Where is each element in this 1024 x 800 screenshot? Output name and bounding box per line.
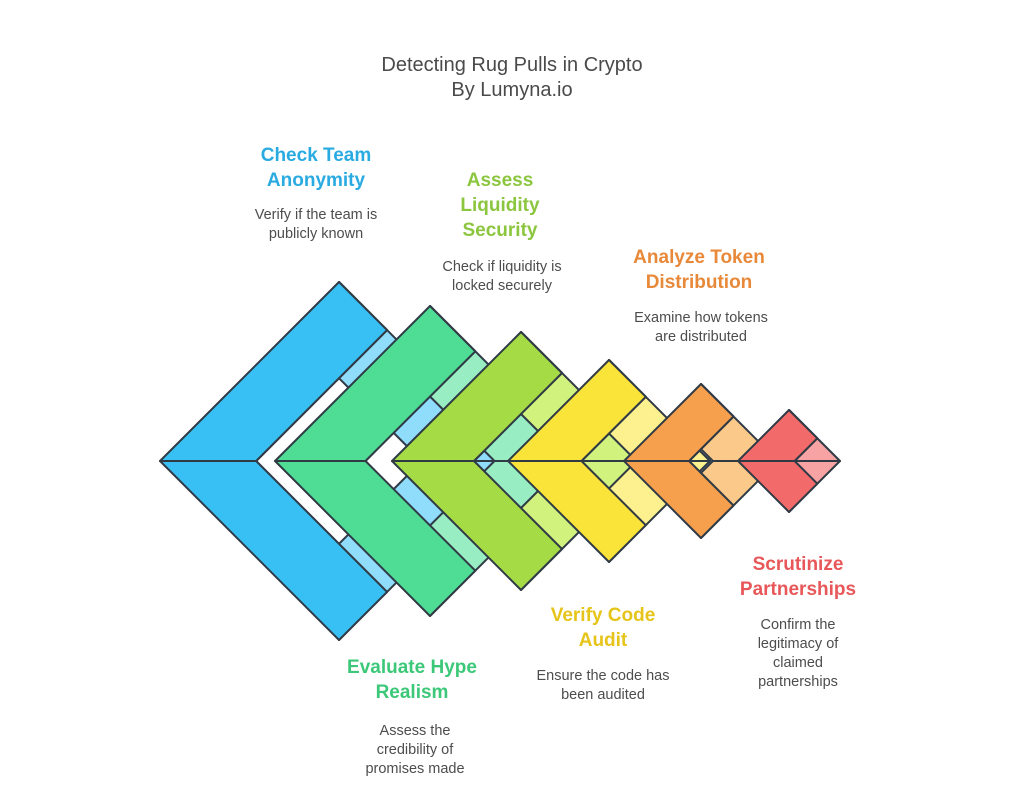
title-line: Assess [466,170,534,191]
description-line: promises made [365,761,465,777]
chevron-front-lower [507,460,647,563]
title-line: Scrutinize [752,554,844,575]
title-line: Verify Code [550,605,656,626]
description-line: publicly known [268,226,364,242]
step-5-title: Analyze Token Distribution [594,245,804,295]
step-2-description: Assess the credibility of promises made [335,722,495,779]
description-line: locked securely [452,278,552,294]
chevron-front-lower [391,460,563,591]
title-line: Security [462,220,538,241]
title-line: Evaluate Hype [347,657,477,678]
description-line: Ensure the code has [536,668,670,684]
chevron-front-lower [737,460,819,513]
diagram-title: Detecting Rug Pulls in Crypto By Lumyna.… [0,53,1024,103]
title-line: Anonymity [266,170,366,191]
step-6-title: Scrutinize Partnerships [698,552,898,602]
title-line: Analyze Token [633,247,765,268]
chevron-front-lower [159,460,389,641]
description-line: legitimacy of [757,636,839,652]
subtitle-line: By Lumyna.io [451,79,573,101]
description-line: Check if liquidity is [442,259,562,275]
description-line: are distributed [655,329,747,345]
title-line: Check Team [260,145,372,166]
description-line: Examine how tokens [634,310,768,326]
description-line: partnerships [758,674,838,690]
chevron-shape-partnerships [737,409,841,513]
step-5-description: Examine how tokens are distributed [591,309,811,347]
title-line: Liquidity [460,195,540,216]
description-line: Assess the [379,723,451,739]
step-3-description: Check if liquidity is locked securely [392,258,612,296]
step-1-description: Verify if the team is publicly known [206,206,426,244]
description-line: Verify if the team is [254,207,378,223]
title-line: Distribution [645,272,753,293]
title-line: Partnerships [739,579,857,600]
chevron-front-lower [623,460,735,539]
step-4-description: Ensure the code has been audited [493,667,713,705]
step-1-title: Check Team Anonymity [216,143,416,193]
description-line: claimed [773,655,823,671]
description-line: been audited [561,687,645,703]
title-line: Audit [578,630,628,651]
description-line: Confirm the [760,617,836,633]
step-4-title: Verify Code Audit [503,603,703,653]
title-line: Realism [375,682,449,703]
description-line: credibility of [376,742,454,758]
title-line: Detecting Rug Pulls in Crypto [381,54,643,76]
step-2-title: Evaluate Hype Realism [312,655,512,705]
step-3-title: Assess Liquidity Security [420,168,580,243]
step-6-description: Confirm the legitimacy of claimed partne… [718,616,878,692]
chevron-front-lower [274,460,477,617]
